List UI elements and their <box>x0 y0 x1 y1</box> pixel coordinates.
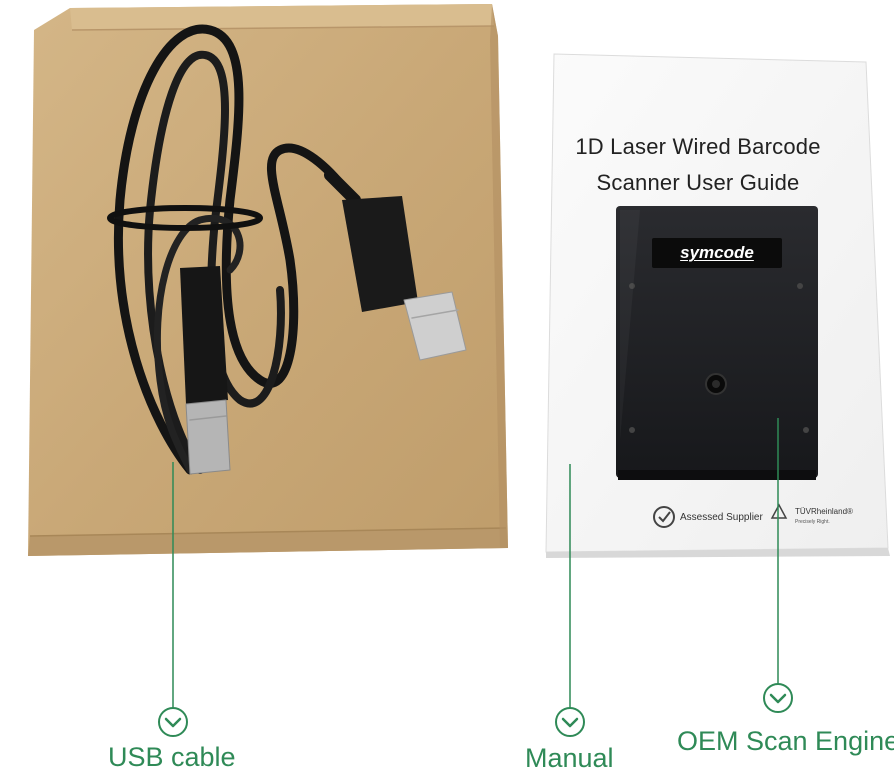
usb-cable <box>107 24 467 475</box>
cert-assessed-supplier: Assessed Supplier <box>680 512 763 523</box>
oem-scan-engine <box>616 206 818 480</box>
chevron-down-icon <box>555 707 585 737</box>
cert-brand: TÜVRheinland® <box>795 507 853 516</box>
usb-a-connector <box>342 196 467 361</box>
chevron-down-icon <box>158 707 188 737</box>
cert-logos <box>653 503 788 528</box>
callout-label-oem-scan-engine: OEM Scan Engine <box>677 726 894 756</box>
callout-pointers <box>158 418 793 737</box>
cert-tagline: Precisely Right. <box>795 519 830 525</box>
chevron-down-icon <box>763 683 793 713</box>
manual-title-line1: 1D Laser Wired Barcode <box>575 134 821 159</box>
cardboard-box <box>28 4 508 556</box>
callout-label-usb-cable: USB cable <box>108 742 236 772</box>
scanner-brand-label: symcode <box>680 243 754 262</box>
callout-label-manual: Manual <box>525 743 614 773</box>
usb-b-connector <box>180 266 231 475</box>
manual-title-line2: Scanner User Guide <box>596 170 800 195</box>
